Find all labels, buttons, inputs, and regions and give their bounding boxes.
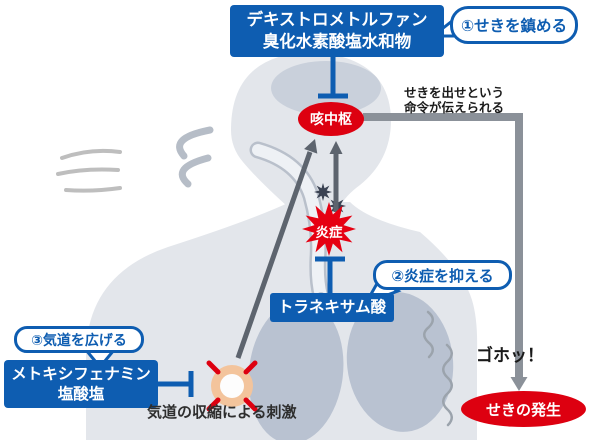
command-line: せきを出せという — [403, 85, 504, 100]
effect-bubble-widen-airway: ③気道を広げる — [14, 326, 144, 353]
command-arrowhead — [510, 377, 528, 391]
signal-arrowhead — [329, 141, 343, 154]
inflammation-text: 炎症 — [315, 225, 343, 241]
stimulus-spike-icon — [206, 360, 221, 375]
stimulus-burst-core — [220, 374, 244, 398]
airway-stimulus-text: 気道の収縮による刺激 — [147, 403, 297, 421]
cough-sound-text: ゴホッ！ — [476, 341, 544, 366]
lung-left — [248, 300, 344, 440]
inflammation-starburst-icon — [302, 202, 356, 256]
effect-bubble-suppress-inflammation: ②炎症を抑える — [373, 260, 512, 290]
command-line: 命令が伝えられる — [403, 99, 504, 115]
stimulus-spike-icon — [243, 360, 258, 375]
cough-lines-icon — [176, 126, 214, 160]
ingredient-name: デキストロメトルファン — [246, 10, 428, 30]
command-arrow — [363, 113, 523, 377]
cough-onset-label: せきの発生 — [485, 400, 561, 419]
tremor-squiggle-icon — [442, 343, 453, 427]
lung-right — [346, 292, 454, 432]
effect-bubble-suppress-cough: ①せきを鎮める — [450, 6, 578, 44]
ingredient-name: 臭化水素酸塩水和物 — [262, 32, 412, 51]
stimulus-spike-icon — [206, 397, 221, 412]
antitussive-ingredient-box: デキストロメトルファン 臭化水素酸塩水和物 — [230, 5, 444, 57]
stimulus-spike-icon — [243, 397, 258, 412]
cough-center-label: 咳中枢 — [310, 112, 352, 128]
command-annotation: せきを出せという 命令が伝えられる — [392, 85, 516, 116]
cough-puff-icon — [56, 167, 120, 176]
antiinflammatory-ingredient-box: トラネキサム酸 — [270, 293, 394, 322]
effect-label: ③気道を広げる — [31, 332, 127, 349]
brain — [271, 61, 381, 115]
cough-onset-ellipse: せきの発生 — [461, 391, 586, 427]
ingredient-name: 塩酸塩 — [57, 385, 105, 403]
signal-arrow-airway — [235, 151, 313, 359]
tremor-squiggle-icon — [423, 310, 434, 359]
bronchodilator-ingredient-box: メトキシフェナミン 塩酸塩 — [4, 360, 158, 408]
cough-puff-icon — [64, 186, 122, 193]
cough-puff-icon — [60, 148, 122, 160]
cough-center-ellipse: 咳中枢 — [298, 102, 364, 136]
ingredient-name: メトキシフェナミン — [11, 364, 151, 383]
inflammation-label: 炎症 — [303, 221, 355, 241]
airway-stimulus-caption: 気道の収縮による刺激 — [147, 401, 297, 422]
ingredient-name: トラネキサム酸 — [277, 298, 387, 317]
effect-label: ①せきを鎮める — [460, 17, 568, 35]
cough-lines-icon — [178, 154, 212, 188]
cough-sound-label: ゴホッ！ — [476, 346, 544, 366]
germ-icon — [314, 183, 332, 201]
effect-label: ②炎症を抑える — [391, 266, 494, 285]
signal-arrowhead — [304, 139, 318, 154]
